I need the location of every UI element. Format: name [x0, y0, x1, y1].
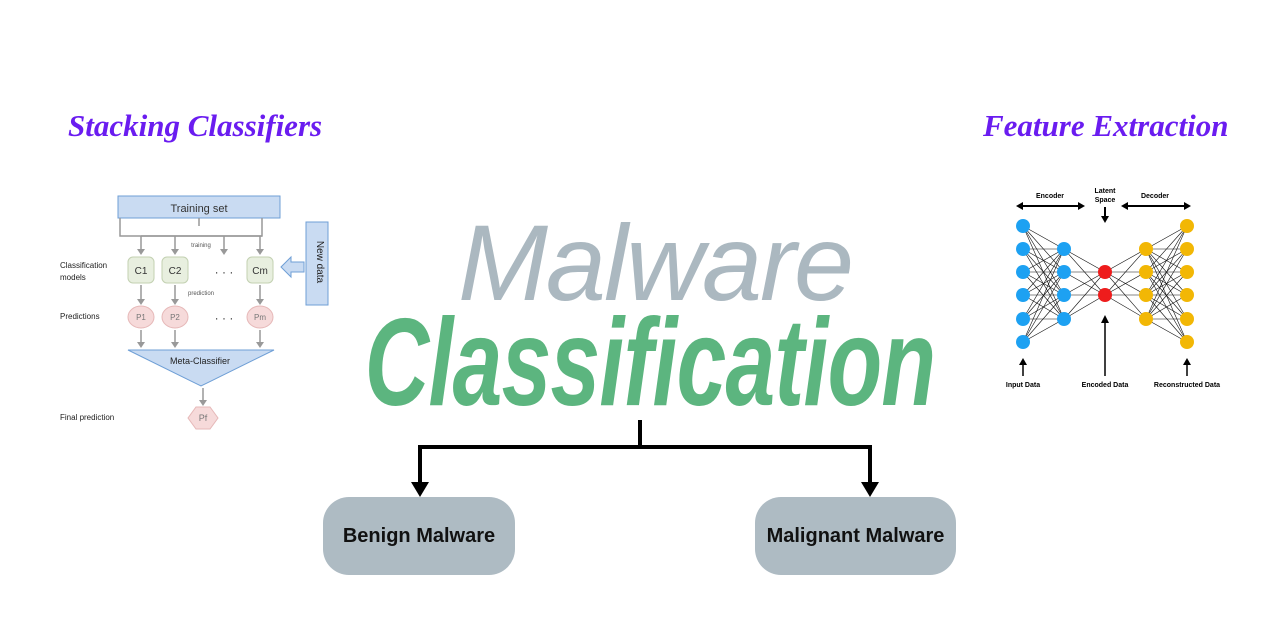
output-node: [1180, 265, 1194, 279]
output-node: [1180, 288, 1194, 302]
input-node: [1016, 312, 1030, 326]
benign-malware-node: Benign Malware: [323, 497, 515, 575]
output-node: [1180, 242, 1194, 256]
latent-node: [1098, 288, 1112, 302]
network-edge: [1022, 248, 1065, 273]
benign-malware-label: Benign Malware: [342, 524, 496, 547]
predictions-label: Predictions: [60, 312, 100, 321]
network-edge: [1022, 248, 1065, 320]
decoder-label: Decoder: [1141, 193, 1169, 200]
encoder-hidden-node: [1057, 312, 1071, 326]
input-node: [1016, 288, 1030, 302]
model-cm-label: Cm: [252, 266, 268, 277]
model-cm: [246, 256, 274, 284]
decoder-hidden-node: [1139, 312, 1153, 326]
network-edge: [1022, 248, 1065, 296]
network-edge: [1104, 248, 1147, 273]
feature-extraction-title: Feature Extraction: [983, 108, 1229, 143]
output-node: [1180, 219, 1194, 233]
model-c2-label: C2: [169, 266, 182, 277]
network-edge: [1063, 294, 1106, 320]
models-ellipsis: · · ·: [215, 265, 234, 279]
final-prediction-label: Final prediction: [60, 413, 114, 422]
malignant-malware-label: Malignant Malware: [766, 524, 945, 547]
network-edge: [1063, 271, 1106, 296]
output-node: [1180, 335, 1194, 349]
decoder-hidden-node: [1139, 242, 1153, 256]
network-edge: [1104, 271, 1147, 296]
pred-p2-label: P2: [170, 313, 180, 322]
network-edge: [1022, 318, 1065, 343]
new-data-box: [305, 221, 329, 306]
network-edge: [1145, 225, 1188, 296]
network-edge: [1104, 294, 1147, 320]
network-edge: [1104, 271, 1147, 320]
network-edge: [1145, 248, 1188, 320]
final-pf-label: Pf: [199, 413, 208, 423]
network-edge: [1022, 248, 1065, 343]
stacking-classifiers-title: Stacking Classifiers: [68, 108, 323, 143]
input-node: [1016, 242, 1030, 256]
meta-classifier-label: Meta-Classifier: [170, 356, 230, 366]
encoder-hidden-node: [1057, 265, 1071, 279]
new-data-label: New data: [314, 241, 325, 284]
network-edge: [1022, 225, 1065, 250]
network-edge: [1145, 225, 1188, 320]
encoded-data-label: Encoded Data: [1082, 382, 1129, 389]
encoder-hidden-node: [1057, 242, 1071, 256]
decoder-hidden-node: [1139, 265, 1153, 279]
encoder-hidden-node: [1057, 288, 1071, 302]
malignant-malware-node: Malignant Malware: [755, 497, 956, 575]
network-edge: [1145, 271, 1188, 320]
meta-classifier-triangle: [127, 349, 275, 387]
network-edge: [1063, 271, 1106, 320]
network-edge: [1022, 225, 1065, 320]
model-c1: [127, 256, 155, 284]
network-edge: [1145, 294, 1188, 320]
network-edge: [1145, 225, 1188, 273]
decoder-hidden-node: [1139, 288, 1153, 302]
model-c1-label: C1: [135, 266, 148, 277]
title-malware: Malware: [457, 202, 854, 323]
pred-p1: [127, 305, 155, 329]
encoder-label: Encoder: [1036, 193, 1064, 200]
training-set-label: Training set: [170, 203, 227, 215]
network-edge: [1145, 225, 1188, 250]
pred-pm-label: Pm: [254, 313, 266, 322]
model-c2: [161, 256, 189, 284]
prediction-label: prediction: [188, 291, 214, 297]
network-edge: [1022, 271, 1065, 343]
title-classification: Classification: [364, 294, 936, 432]
latent-node: [1098, 265, 1112, 279]
output-node: [1180, 312, 1194, 326]
pred-p2: [161, 305, 189, 329]
network-edge: [1145, 318, 1188, 343]
input-node: [1016, 219, 1030, 233]
network-edge: [1063, 248, 1106, 273]
reconstructed-data-label: Reconstructed Data: [1154, 382, 1220, 389]
input-node: [1016, 335, 1030, 349]
final-pf: [187, 406, 219, 430]
preds-ellipsis: · · ·: [215, 311, 234, 325]
network-edge: [1022, 294, 1065, 343]
pred-p1-label: P1: [136, 313, 146, 322]
input-data-label: Input Data: [1006, 382, 1040, 389]
training-label: training: [191, 243, 211, 249]
network-edge: [1104, 248, 1147, 296]
new-data-arrow: [280, 255, 305, 279]
pred-pm: [246, 305, 274, 329]
input-node: [1016, 265, 1030, 279]
